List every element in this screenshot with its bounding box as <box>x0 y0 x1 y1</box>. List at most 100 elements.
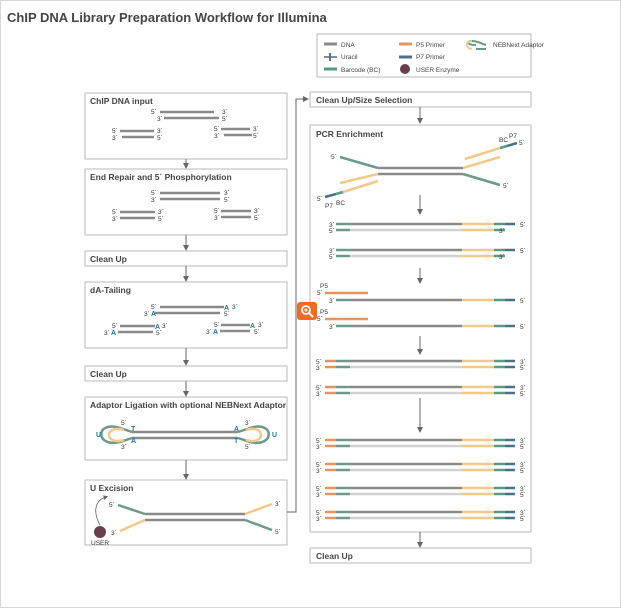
svg-text:3´: 3´ <box>144 311 150 318</box>
strand-end-label: 5´ <box>520 391 526 398</box>
svg-text:3´: 3´ <box>214 215 220 222</box>
strand-end-label: 5´ <box>316 510 322 517</box>
u-excision-box <box>84 479 288 546</box>
svg-text:3´: 3´ <box>206 329 212 336</box>
svg-text:5´: 5´ <box>121 420 127 427</box>
svg-text:3´: 3´ <box>162 323 168 330</box>
strand-end-label: 3´ <box>499 228 505 235</box>
svg-text:3´: 3´ <box>151 197 157 204</box>
svg-text:U: U <box>272 432 277 439</box>
strand-end-label: 3´ <box>316 492 322 499</box>
svg-text:5´: 5´ <box>109 502 115 509</box>
svg-text:5´: 5´ <box>151 190 157 197</box>
legend-user-enzyme-icon <box>400 64 410 74</box>
svg-text:5´: 5´ <box>245 444 251 451</box>
strand-end-label: 5´ <box>316 359 322 366</box>
svg-text:5´: 5´ <box>331 154 337 161</box>
svg-text:T: T <box>234 438 239 445</box>
svg-text:3´: 3´ <box>222 109 228 116</box>
svg-text:3´: 3´ <box>245 420 251 427</box>
strand-end-label: 5´ <box>520 516 526 523</box>
legend-dna-label: DNA <box>341 42 355 49</box>
user-enzyme-label: USER <box>91 540 109 547</box>
svg-text:3´: 3´ <box>157 116 163 123</box>
svg-text:BC: BC <box>336 200 345 207</box>
strand-end-label: 3´ <box>316 516 322 523</box>
chip-input-box <box>84 92 288 160</box>
svg-text:3´: 3´ <box>121 444 127 451</box>
svg-text:3´: 3´ <box>253 126 259 133</box>
svg-text:5´: 5´ <box>222 116 228 123</box>
strand-end-label: 5´ <box>520 248 526 255</box>
magnifier-icon <box>301 305 314 318</box>
strand-end-label: 3´ <box>499 254 505 261</box>
cleanup-1-title: Clean Up <box>90 254 127 264</box>
strand-end-label: 5´ <box>520 324 526 331</box>
strand-end-label: 3´ <box>316 444 322 451</box>
cleanup-final-title: Clean Up <box>316 551 353 561</box>
svg-text:3´: 3´ <box>254 208 260 215</box>
svg-text:3´: 3´ <box>112 216 118 223</box>
svg-text:3´: 3´ <box>104 330 110 337</box>
legend-barcode-label: Barcode (BC) <box>341 67 380 74</box>
svg-text:3´: 3´ <box>232 304 238 311</box>
step-cleanup-1: Clean Up <box>84 250 288 267</box>
svg-text:A: A <box>111 330 116 337</box>
svg-text:P7: P7 <box>325 203 333 210</box>
strand-end-label: 3´ <box>520 438 526 445</box>
svg-text:5´: 5´ <box>254 329 260 336</box>
svg-text:5´: 5´ <box>157 135 163 142</box>
legend-adaptor-label: NEBNext Adaptor <box>493 42 545 49</box>
ligation-title: Adaptor Ligation with optional NEBNext A… <box>90 400 287 410</box>
svg-text:3´: 3´ <box>158 209 164 216</box>
strand-end-label: 3´ <box>329 324 335 331</box>
step-size-selection: Clean Up/Size Selection <box>309 91 532 108</box>
end-repair-box <box>84 168 288 236</box>
strand-end-label: P5 <box>320 309 328 316</box>
size-selection-title: Clean Up/Size Selection <box>316 95 412 105</box>
svg-text:A: A <box>250 323 255 330</box>
strand-end-label: 5´ <box>520 222 526 229</box>
page-title: ChIP DNA Library Preparation Workflow fo… <box>7 10 327 25</box>
svg-text:BC: BC <box>499 137 508 144</box>
legend-p7-label: P7 Primer <box>416 54 446 61</box>
strand-end-label: 3´ <box>520 486 526 493</box>
da-tailing-box <box>84 281 288 349</box>
svg-text:5´: 5´ <box>214 322 220 329</box>
strand-end-label: 5´ <box>317 316 323 323</box>
svg-text:3´: 3´ <box>157 128 163 135</box>
strand-end-label: 5´ <box>520 365 526 372</box>
svg-text:5´: 5´ <box>214 208 220 215</box>
svg-text:3´: 3´ <box>214 133 220 140</box>
cleanup-final-box <box>309 547 532 564</box>
legend-adaptor-swatch-b <box>465 40 473 50</box>
strand-end-label: 3´ <box>316 468 322 475</box>
strand-end-label: 3´ <box>520 385 526 392</box>
legend-uracil-label: Uracil <box>341 54 358 61</box>
strand-end-label: 3´ <box>520 359 526 366</box>
svg-text:A: A <box>151 311 156 318</box>
strand-end-label: 5´ <box>316 486 322 493</box>
svg-text:5´: 5´ <box>112 128 118 135</box>
svg-text:5´: 5´ <box>112 209 118 216</box>
strand-end-label: 3´ <box>329 222 335 229</box>
svg-text:5´: 5´ <box>112 323 118 330</box>
svg-text:5´: 5´ <box>503 183 509 190</box>
strand-end-label: 3´ <box>316 365 322 372</box>
pcr-title: PCR Enrichment <box>316 129 383 139</box>
strand-end-label: 5´ <box>520 298 526 305</box>
strand-end-label: 5´ <box>329 254 335 261</box>
svg-text:5´: 5´ <box>519 140 525 147</box>
strand-end-label: 5´ <box>520 468 526 475</box>
cleanup-2-title: Clean Up <box>90 369 127 379</box>
legend-box <box>316 33 532 78</box>
svg-text:3´: 3´ <box>111 530 117 537</box>
svg-text:A: A <box>155 324 160 331</box>
zoom-button[interactable] <box>297 302 317 320</box>
svg-text:A: A <box>234 426 239 433</box>
legend-user-enzyme-label: USER Enzyme <box>416 67 460 74</box>
svg-text:5´: 5´ <box>156 330 162 337</box>
svg-text:3´: 3´ <box>258 322 264 329</box>
svg-text:5´: 5´ <box>214 126 220 133</box>
